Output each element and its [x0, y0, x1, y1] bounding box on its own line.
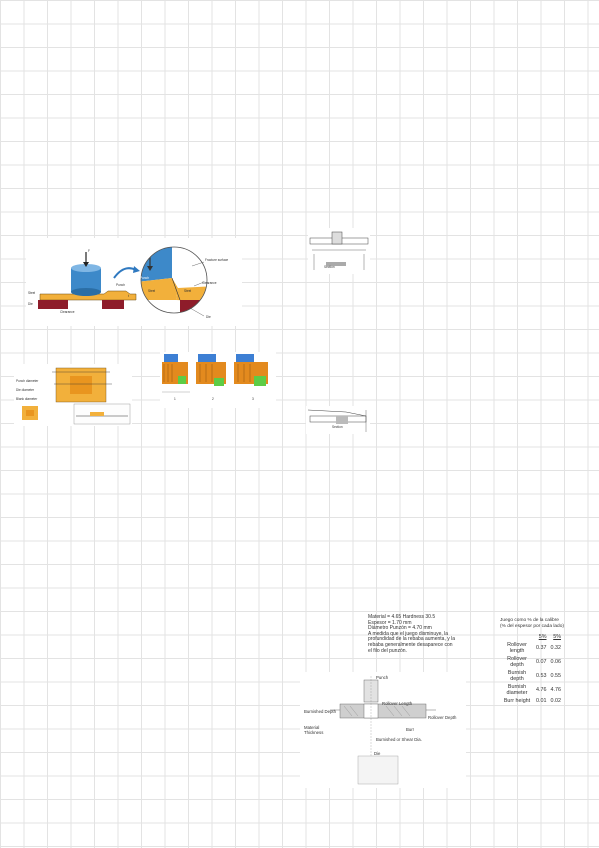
row-value: 0.53	[536, 673, 547, 680]
punch-label: Punch	[116, 283, 126, 287]
cross-section-bottom-figure: Section	[306, 406, 370, 434]
table-row: Rollover length 0.37 0.32	[500, 641, 563, 655]
die-label: Die	[28, 302, 33, 306]
notes-line-4: A medida que el juego disminuye, la	[368, 630, 449, 637]
rollover-depth-label: Rollover Depth	[428, 715, 457, 720]
notes-line-1: Material = 4.65 Hardness 30.5	[368, 614, 436, 620]
row-label: Burr height	[503, 698, 531, 705]
table-row: Burnish diameter 4.76 4.76	[500, 683, 563, 697]
table-row: Burnish depth 0.53 0.55	[500, 669, 563, 683]
stage-1-number: 1	[174, 397, 176, 401]
stage-2-number: 2	[212, 397, 214, 401]
blank-diagram	[22, 367, 131, 425]
row-label: Burnish depth	[507, 670, 527, 683]
notes-line-6: rebaba generalmente desaparece con	[368, 641, 453, 648]
stats-col-header-1: 5%	[538, 634, 547, 641]
burnished-shear-dia-label: Burnished or Shear Dia.	[376, 737, 422, 742]
notes-line-5: profundidad de la rebaba aumenta, y la	[368, 636, 456, 643]
row-value: 0.07	[536, 659, 547, 666]
rollover-length-label: Rollover Length	[382, 701, 413, 706]
row-value: 0.02	[550, 698, 562, 705]
profile-punch-label: Punch	[376, 675, 389, 680]
force-label: F	[88, 249, 90, 253]
cross-section-bottom-diagram	[307, 409, 367, 432]
notes-block: Material = 4.65 Hardness 30.5 Espesor = …	[368, 614, 493, 654]
zoom-steel-label: Steel	[184, 289, 192, 293]
clearance-label: Clearance	[60, 310, 75, 314]
zoom-steel-left-label: Steel	[148, 289, 156, 293]
notes-line-2: Espesor = 1.70 mm	[368, 619, 412, 626]
cross-section-top-figure: Section	[308, 228, 370, 274]
profile-figure: Punch Rollover Length Burnished Depth Ro…	[300, 672, 466, 788]
zoom-punch-label: Punch	[140, 276, 150, 280]
row-label: Rollover depth	[507, 656, 527, 669]
fracture-surface-label: Fracture surface	[205, 258, 229, 262]
row-value: 0.32	[550, 645, 562, 652]
row-value: 4.76	[536, 687, 547, 694]
row-value: 0.06	[550, 659, 562, 666]
row-label: Rollover length	[507, 642, 527, 655]
stats-table: 5% 5% Rollover length 0.37 0.32 Rollover…	[500, 633, 563, 705]
burnished-depth-label: Burnished Depth	[304, 709, 337, 714]
blank-diameter-label: Blank diameter	[16, 397, 38, 401]
steel-label: Steel	[28, 291, 36, 295]
profile-diagram	[330, 676, 436, 785]
zoom-die-label: Die	[206, 315, 211, 319]
row-label: Burnish diameter	[506, 684, 528, 697]
stats-caption-2: (% del espesor por cada lado)	[500, 623, 564, 629]
shear-figure: F Punch Steel Die Clearance t Punch Stee…	[26, 238, 242, 326]
burr-label: Burr	[406, 727, 415, 732]
die-diameter-label: Die diameter	[16, 388, 35, 392]
thickness-label: t	[128, 294, 129, 298]
zoom-clearance-label: Clearance	[202, 281, 217, 285]
notes-line-7: el filo del punzón.	[368, 647, 407, 654]
profile-die-label: Die	[374, 751, 381, 756]
stages-figure: 1 2 3	[160, 352, 276, 408]
stats-header-row: 5% 5%	[500, 633, 563, 641]
row-value: 0.01	[536, 698, 547, 705]
punch-diameter-label: Punch diameter	[16, 379, 39, 383]
blank-figure: Punch diameter Die diameter Blank diamet…	[14, 364, 132, 426]
stats-block: Juego como % de la calibre (% del espeso…	[500, 618, 596, 705]
cross-section-top-diagram	[309, 231, 369, 270]
cross-section-top-label: Section	[324, 265, 335, 269]
stage-3-number: 3	[252, 397, 254, 401]
stats-col-header-2: 5%	[553, 634, 561, 641]
row-value: 4.76	[550, 687, 562, 694]
table-row: Rollover depth 0.07 0.06	[500, 655, 563, 669]
row-value: 0.55	[550, 673, 562, 680]
notes-line-3: Diámetro Punzón = 4.70 mm	[368, 625, 432, 632]
stats-caption-1: Juego como % de la calibre	[500, 618, 559, 623]
cross-section-bottom-label: Section	[332, 425, 343, 429]
shear-diagram	[38, 246, 208, 317]
stages-diagram	[162, 354, 268, 393]
table-row: Burr height 0.01 0.02	[500, 697, 563, 705]
row-value: 0.37	[536, 645, 547, 652]
material-thickness-label: Material Thickness	[304, 725, 324, 735]
